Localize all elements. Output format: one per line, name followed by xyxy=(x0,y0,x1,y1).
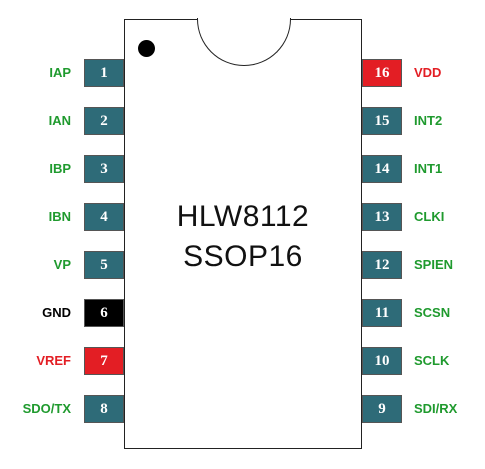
pin-4-box: 4 xyxy=(84,203,124,231)
pin-7-label: VREF xyxy=(36,353,71,368)
pin-5-label: VP xyxy=(53,257,71,272)
pin-8-label: SDO/TX xyxy=(22,401,71,416)
pin-16-label: VDD xyxy=(414,65,442,80)
chip-part-number: HLW8112 xyxy=(176,200,310,233)
chip-package: SSOP16 xyxy=(183,240,303,273)
pin-10-box: 10 xyxy=(362,347,402,375)
pin-15-box: 15 xyxy=(362,107,402,135)
pin-13-label: CLKI xyxy=(414,209,445,224)
pin-16-box: 16 xyxy=(362,59,402,87)
pin-4-label: IBN xyxy=(48,209,71,224)
pin-12-label: SPIEN xyxy=(414,257,454,272)
pin1-notch xyxy=(197,18,291,66)
pin-7-box: 7 xyxy=(84,347,124,375)
pin-13-box: 13 xyxy=(362,203,402,231)
pin-1-box: 1 xyxy=(84,59,124,87)
pin-6-label: GND xyxy=(42,305,71,320)
pin-14-box: 14 xyxy=(362,155,402,183)
pin-11-label: SCSN xyxy=(414,305,451,320)
pin-15-label: INT2 xyxy=(414,113,443,128)
pin-6-box: 6 xyxy=(84,299,124,327)
pin-2-label: IAN xyxy=(48,113,71,128)
pin-14-label: INT1 xyxy=(414,161,443,176)
pin-3-box: 3 xyxy=(84,155,124,183)
pin-2-box: 2 xyxy=(84,107,124,135)
pin-9-label: SDI/RX xyxy=(414,401,458,416)
pin-5-box: 5 xyxy=(84,251,124,279)
pin-8-box: 8 xyxy=(84,395,124,423)
pin-11-box: 11 xyxy=(362,299,402,327)
pin-10-label: SCLK xyxy=(414,353,450,368)
pin-12-box: 12 xyxy=(362,251,402,279)
pin-3-label: IBP xyxy=(49,161,71,176)
pin-9-box: 9 xyxy=(362,395,402,423)
chip-body: HLW8112 SSOP16 xyxy=(124,18,362,449)
pin-1-label: IAP xyxy=(49,65,71,80)
pin1-indicator-dot xyxy=(138,40,155,57)
